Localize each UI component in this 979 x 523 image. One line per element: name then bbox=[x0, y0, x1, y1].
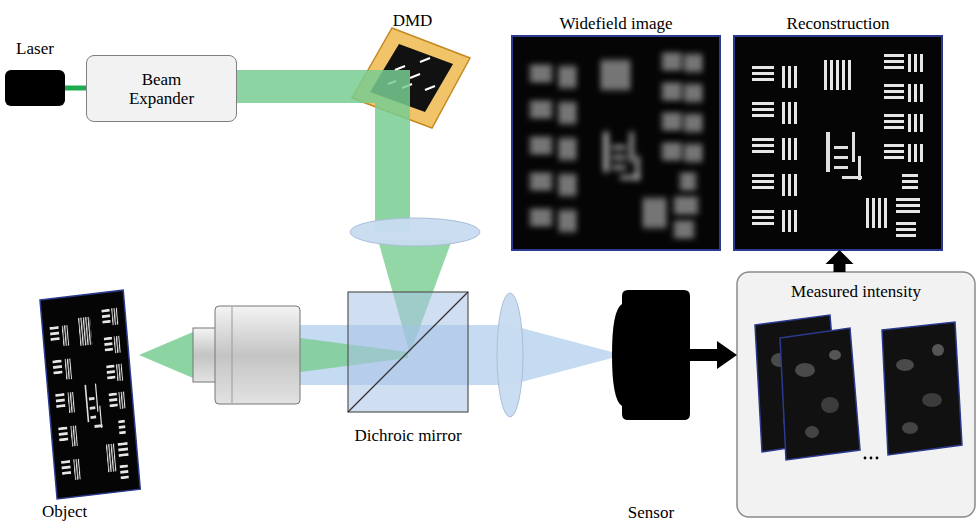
node-label: Measured intensity bbox=[791, 282, 921, 301]
node-label: DMD bbox=[393, 11, 433, 30]
object-slide: Object bbox=[40, 290, 140, 500]
mirror-diagonal bbox=[348, 292, 468, 412]
camera-sensor: Sensor bbox=[612, 290, 690, 420]
block-arrow bbox=[690, 341, 737, 369]
lens bbox=[497, 293, 523, 417]
node-label: Widefield image bbox=[559, 14, 672, 33]
image-panel: Widefield image bbox=[512, 36, 720, 250]
node-label: Dichroic mirror bbox=[354, 426, 461, 445]
dmd-device: DMD bbox=[355, 32, 470, 128]
camera-body bbox=[612, 290, 690, 420]
emission-cone bbox=[510, 325, 612, 385]
laser-source: Laser bbox=[5, 70, 65, 106]
beam-expander-box: Beam Expander bbox=[86, 55, 237, 122]
objective-lens bbox=[193, 306, 300, 404]
node-label: Object bbox=[42, 502, 87, 521]
measured-intensity-box: Measured intensity bbox=[737, 272, 975, 517]
focus-cone bbox=[139, 332, 193, 378]
widefield-picture bbox=[512, 36, 720, 250]
illumination-beam bbox=[237, 70, 410, 232]
measured-frames bbox=[755, 315, 962, 460]
panel-ground bbox=[737, 272, 975, 517]
object-picture bbox=[40, 290, 140, 499]
node-label: Beam Expander bbox=[114, 70, 209, 108]
node-label: Reconstruction bbox=[787, 14, 890, 33]
node-label: Laser bbox=[16, 39, 54, 58]
block-arrow bbox=[826, 250, 854, 272]
reconstruction-picture bbox=[734, 36, 942, 250]
mirror-cube bbox=[348, 292, 468, 412]
dichroic-mirror: Dichroic mirror bbox=[348, 292, 468, 412]
node-label: Sensor bbox=[628, 503, 674, 522]
image-panel: Reconstruction bbox=[734, 36, 942, 250]
lens bbox=[350, 218, 480, 246]
laser-link bbox=[65, 86, 86, 91]
